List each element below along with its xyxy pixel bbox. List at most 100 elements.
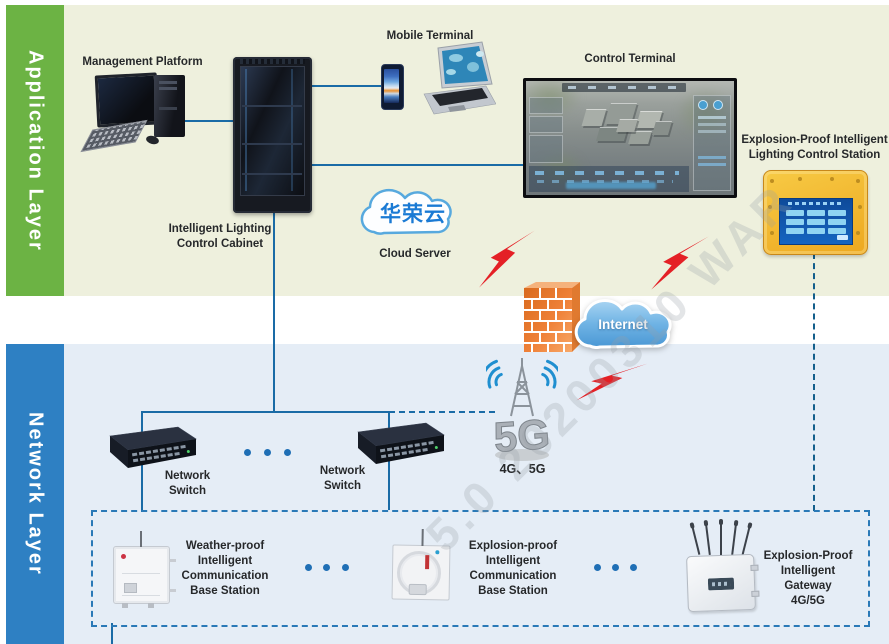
control-terminal-label: Control Terminal	[584, 53, 676, 65]
hud-dot	[713, 100, 723, 110]
hud-panel	[529, 135, 563, 163]
mount-tab	[750, 564, 759, 571]
weather-proof-base-station-device	[113, 531, 176, 608]
ellipsis-dot	[342, 564, 349, 571]
pc-tower-icon	[154, 75, 185, 137]
network-switch-1-label: Network Switch	[164, 470, 211, 497]
hud-lines	[698, 116, 726, 119]
wireless-link-bolt	[651, 236, 709, 290]
control-terminal-screen	[523, 78, 737, 198]
smartphone-icon	[381, 64, 404, 110]
antenna	[691, 527, 701, 555]
ellipsis-dot	[323, 564, 330, 571]
internet-cloud-icon	[574, 298, 672, 349]
station-button-grid	[786, 210, 846, 234]
antenna	[731, 524, 737, 556]
panel-line	[122, 595, 160, 596]
connector-rack-to-terminal	[312, 164, 524, 166]
mount-tab	[751, 590, 760, 597]
network-layer-banner: Network Layer	[6, 344, 64, 644]
foot	[122, 603, 128, 608]
weather-station-label: Weather-proof Intelligent Communication …	[181, 540, 269, 597]
hud-panel	[529, 116, 563, 133]
rack-shelf	[242, 105, 302, 107]
building-block	[581, 109, 607, 126]
application-layer-banner: Application Layer	[6, 5, 64, 296]
cloud-server-icon	[360, 188, 452, 235]
red-label-strip	[425, 555, 430, 570]
tower-5g-glyph: 5G	[492, 410, 551, 461]
network-switch-device	[357, 422, 445, 464]
ellipsis-dot	[264, 449, 271, 456]
lighting-control-cabinet-device	[233, 57, 312, 213]
hud-dot	[698, 100, 708, 110]
ellipsis-dot	[305, 564, 312, 571]
field-devices-dashed-box	[91, 510, 870, 627]
wireless-link-bolt	[576, 363, 648, 401]
connector-box-down	[111, 623, 113, 644]
panel-cluster	[408, 583, 427, 596]
gateway-label: Explosion-Proof Intelligent Gateway 4G/5…	[763, 550, 853, 607]
indicator-dot	[435, 550, 440, 555]
mobile-terminal-label: Mobile Terminal	[386, 30, 474, 42]
hud-side-panel	[693, 95, 731, 191]
keyboard-icon	[80, 119, 148, 153]
internet-label: Internet	[598, 317, 648, 332]
explosion-proof-base-station-device	[391, 529, 451, 601]
glow-text-bar	[566, 182, 656, 189]
connector-station-to-gateway-dashed	[813, 253, 815, 511]
wireless-link-bolt	[479, 230, 535, 288]
rack-vent	[240, 59, 305, 64]
screen-header-bar	[562, 83, 686, 92]
antenna	[741, 527, 751, 555]
cellular-label: 4G、5G	[499, 462, 546, 476]
hud-bottom-strip	[529, 166, 689, 192]
building-block	[651, 121, 673, 135]
connector-bus-to-tower-dashed	[389, 411, 495, 413]
network-switch-device	[109, 426, 197, 468]
building-block	[616, 119, 638, 132]
rack-glass-reflection	[291, 69, 293, 191]
panel-line	[122, 573, 160, 574]
hud-panel	[529, 97, 563, 114]
station-ok-button	[837, 235, 848, 240]
network-layer-title: Network Layer	[24, 412, 47, 576]
rack-door	[240, 66, 305, 196]
explosion-proof-lighting-station-device	[763, 170, 868, 255]
management-platform-device	[80, 70, 204, 153]
ellipsis-dot	[630, 564, 637, 571]
ellipsis-dot	[594, 564, 601, 571]
building-block	[628, 131, 652, 144]
rack-glass-reflection	[245, 69, 247, 191]
application-layer-title: Application Layer	[24, 49, 47, 252]
antenna	[421, 529, 424, 547]
mount-bracket	[169, 559, 176, 562]
station-screen	[779, 198, 853, 245]
connector-rack-down	[273, 213, 275, 413]
ellipsis-dot	[284, 449, 291, 456]
terrain-patch	[676, 87, 734, 139]
smartphone-screen	[384, 69, 399, 103]
panel-cluster	[124, 583, 137, 593]
ellipsis-dot	[612, 564, 619, 571]
explosion-station-label: Explosion-proof Intelligent Communicatio…	[468, 540, 558, 597]
gateway-body	[686, 553, 760, 613]
cloud-cn-text: 华荣云	[380, 203, 446, 226]
management-platform-label: Management Platform	[82, 56, 203, 68]
indicator-dot	[121, 554, 126, 559]
lighting-station-label: Explosion-Proof Intelligent Lighting Con…	[741, 134, 888, 161]
antenna	[140, 531, 142, 547]
gateway-logo	[707, 577, 735, 591]
connector-switch-bus	[141, 411, 389, 413]
connector-pc-to-rack	[185, 120, 233, 122]
network-switch-2-label: Network Switch	[319, 465, 366, 492]
antenna	[719, 519, 723, 555]
cloud-server-label: Cloud Server	[379, 248, 451, 260]
cellular-tower-icon: 5G	[486, 358, 558, 461]
rack-shelf	[242, 143, 302, 145]
firewall-icon	[524, 282, 580, 352]
foot	[148, 603, 154, 608]
explosion-proof-gateway-device	[683, 519, 760, 613]
antenna	[705, 524, 711, 556]
